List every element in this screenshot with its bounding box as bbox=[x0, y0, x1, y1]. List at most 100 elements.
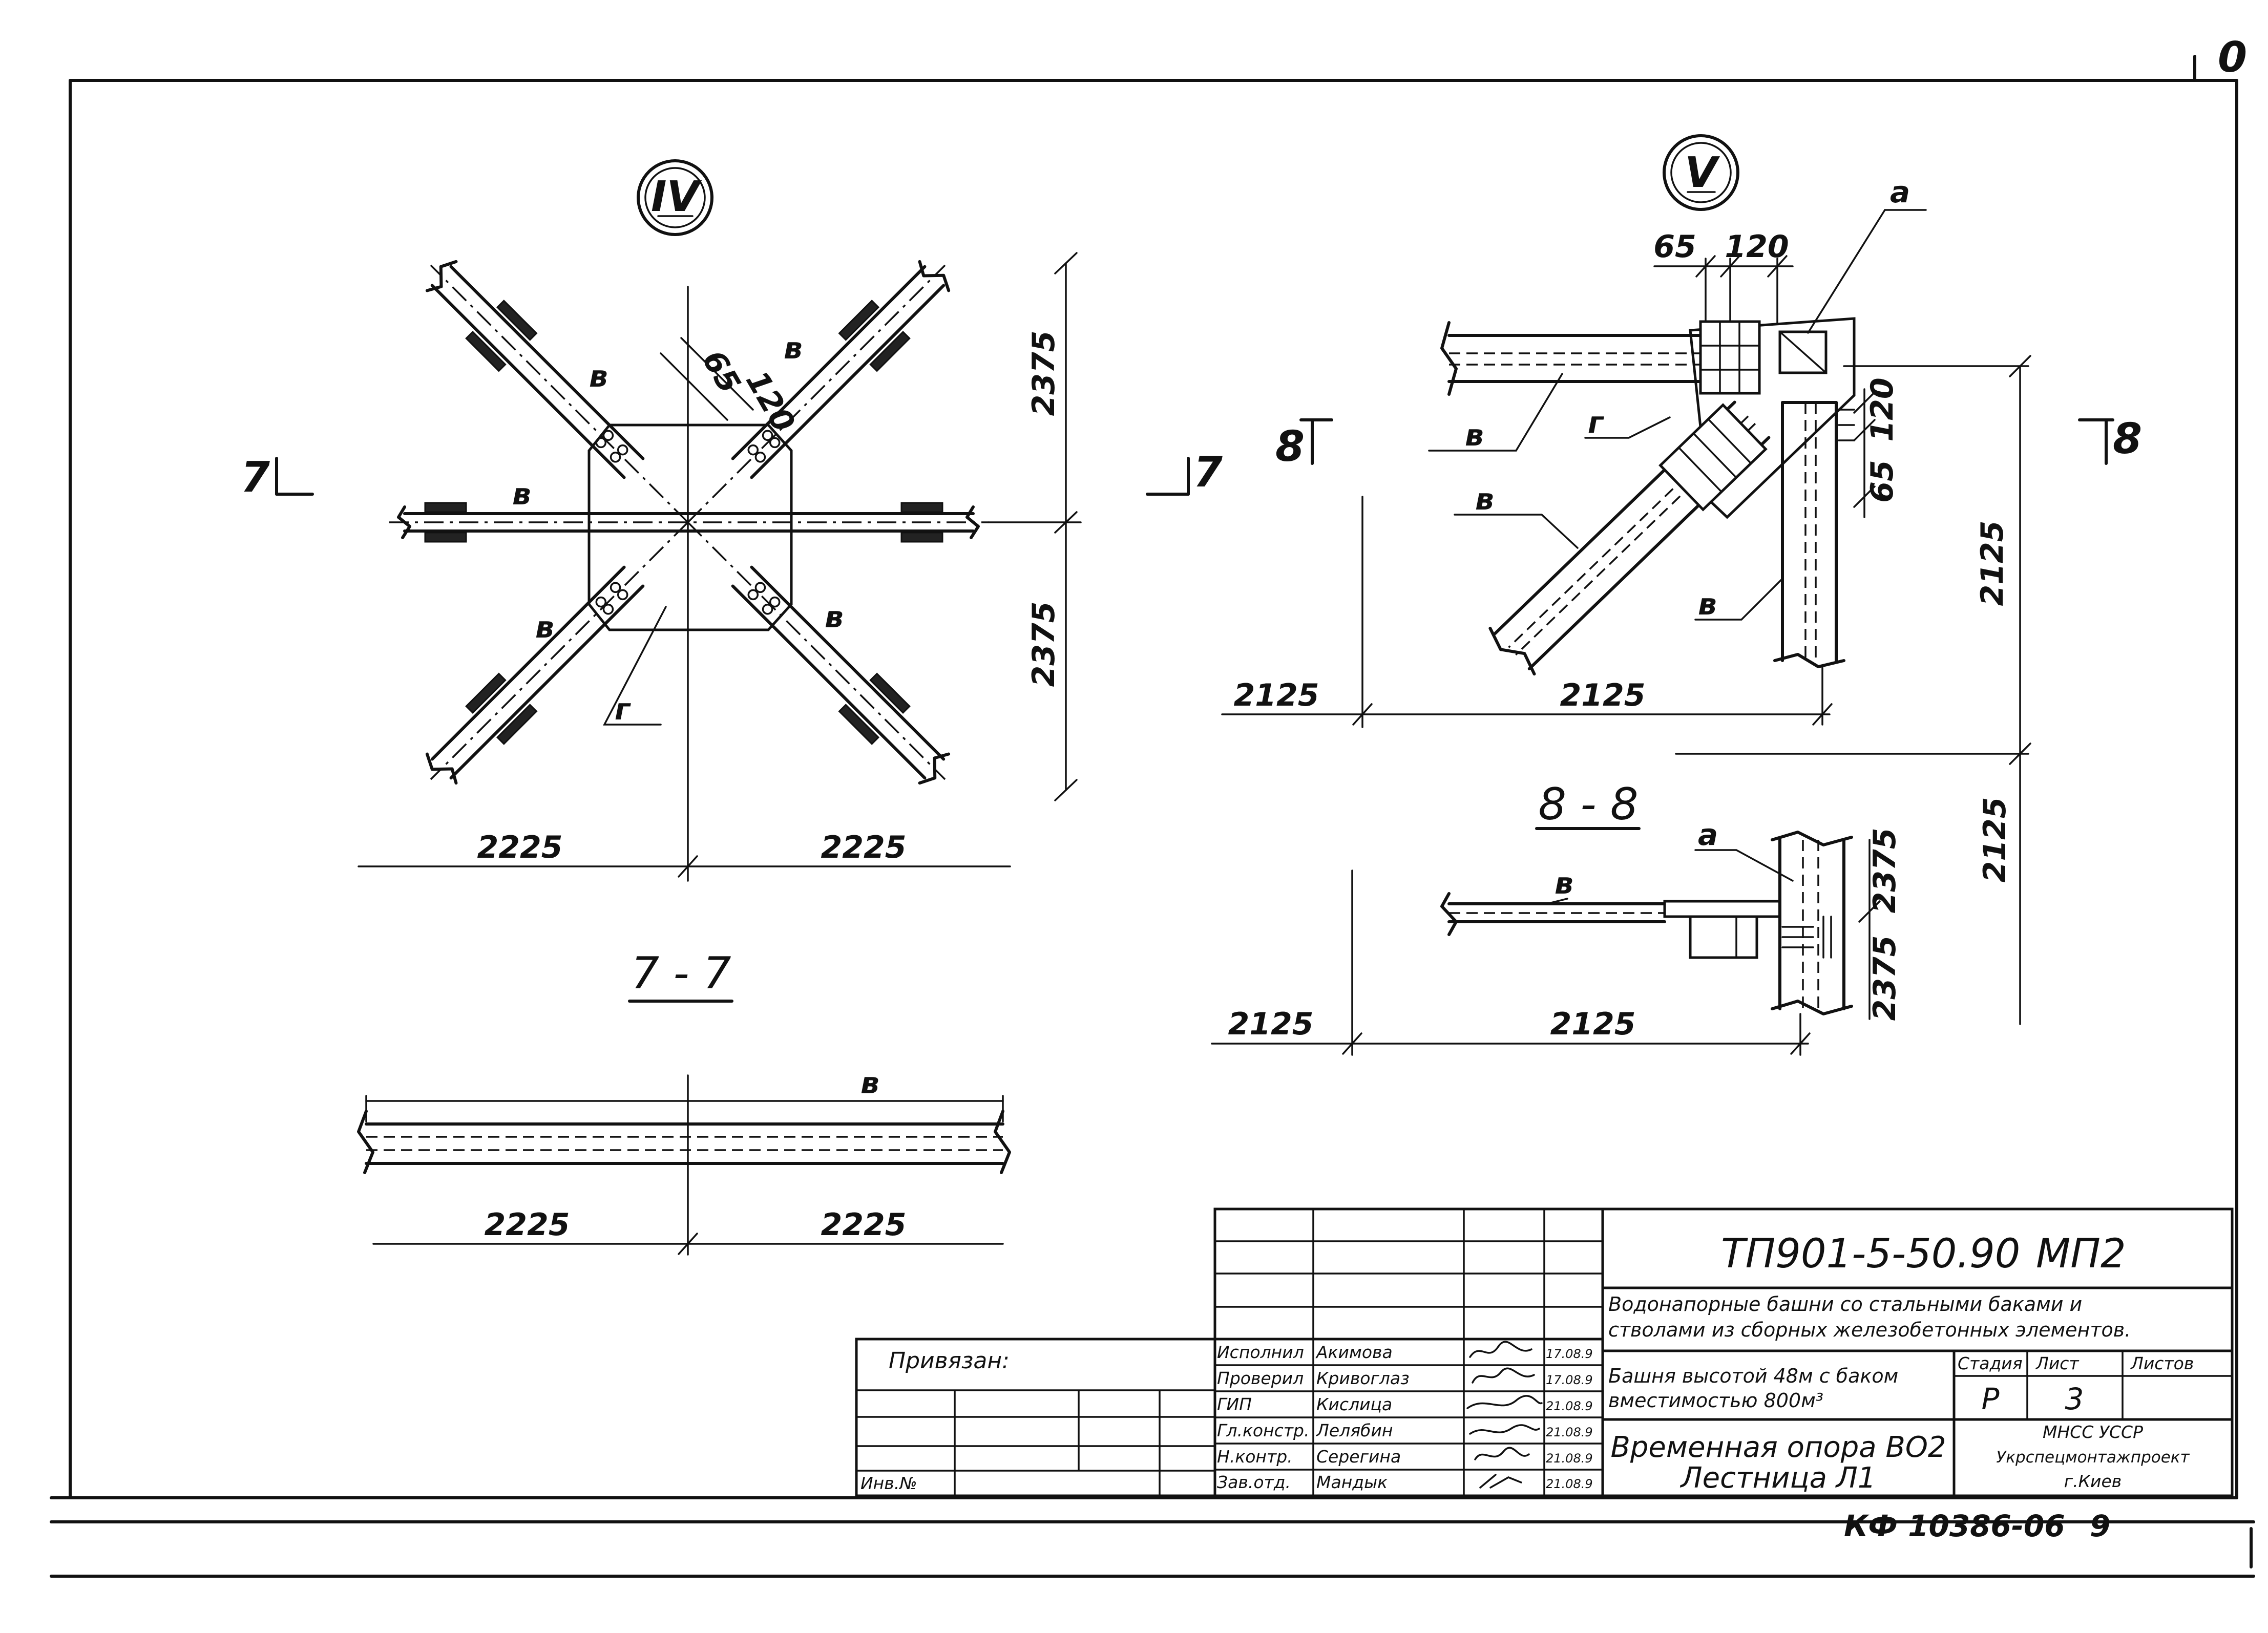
signature-4 bbox=[1474, 1447, 1530, 1460]
personnel-name: Кривоглаз bbox=[1316, 1368, 1410, 1388]
section-8-label-b: в bbox=[1555, 866, 1573, 901]
section-7-dim-right: 2225 bbox=[821, 1207, 907, 1243]
personnel-row: Исполнил Акимова 17.08.9 bbox=[1217, 1341, 1593, 1362]
inventory-label: Инв.№ bbox=[860, 1473, 917, 1493]
personnel-name: Лелябин bbox=[1316, 1420, 1393, 1440]
sheets-header: Листов bbox=[2130, 1353, 2194, 1373]
section-8-title: 8 - 8 bbox=[1538, 779, 1638, 830]
title-block bbox=[855, 1207, 2234, 1497]
personnel-row: Гл.констр. Лелябин 21.08.9 bbox=[1217, 1420, 1593, 1440]
section-7-marker-right bbox=[1146, 457, 1190, 496]
section-8-mark-right: 8 bbox=[2113, 415, 2142, 463]
personnel-role: Н.контр. bbox=[1217, 1447, 1293, 1467]
node-v-vertical-column bbox=[1773, 401, 1855, 668]
node-iv-label-gusset: г bbox=[615, 692, 631, 727]
node-iv-diagonal-up-right bbox=[687, 260, 951, 523]
signature-5 bbox=[1479, 1474, 1522, 1489]
node-iv-vertical-dimension bbox=[1054, 252, 1078, 801]
node-iv-marker-circle bbox=[637, 159, 713, 236]
section-7-7: 7 - 7 bbox=[357, 948, 1011, 1256]
node-v-label-b1: в bbox=[1465, 418, 1484, 453]
personnel-table: Исполнил Акимова 17.08.9 Проверил Кривог… bbox=[1217, 1341, 1593, 1492]
node-v-dim-side-120: 120 bbox=[1864, 377, 1900, 441]
personnel-role: ГИП bbox=[1217, 1394, 1252, 1414]
node-iv-dim-h-left: 2225 bbox=[477, 830, 563, 865]
personnel-date: 21.08.9 bbox=[1546, 1399, 1593, 1413]
personnel-role: Исполнил bbox=[1217, 1342, 1304, 1362]
node-v-horizontal-beam bbox=[1440, 320, 1761, 396]
node-v-diagonal bbox=[1488, 400, 1771, 676]
node-v-id: V bbox=[1685, 149, 1720, 197]
section-7-mark-left: 7 bbox=[241, 453, 270, 502]
node-v-label-a: а bbox=[1890, 175, 1910, 209]
node-v-dim-h-right: 2125 bbox=[1560, 677, 1646, 713]
personnel-row: Н.контр. Серегина 21.08.9 bbox=[1217, 1447, 1593, 1467]
personnel-role: Зав.отд. bbox=[1217, 1472, 1291, 1492]
node-iv-horizontal-beam bbox=[389, 502, 989, 543]
node-iv-label-diag-dl: в bbox=[535, 610, 554, 645]
node-iv-leader-g bbox=[603, 606, 667, 726]
signature-2 bbox=[1466, 1395, 1543, 1409]
node-iv: IV bbox=[241, 159, 1223, 882]
node-v-leader-g bbox=[1584, 416, 1671, 439]
node-v-dim-top-120: 120 bbox=[1725, 229, 1789, 265]
drawing-line2: Лестница Л1 bbox=[1680, 1461, 1876, 1495]
node-v-dim-h-left: 2125 bbox=[1234, 677, 1319, 713]
personnel-date: 21.08.9 bbox=[1546, 1451, 1593, 1466]
sheet-header: Лист bbox=[2035, 1353, 2080, 1373]
node-iv-label-diag-ul: в bbox=[589, 359, 608, 394]
node-iv-gusset-plate bbox=[587, 423, 793, 631]
org-line2: Укрспецмонтажпроект bbox=[1996, 1448, 2190, 1467]
personnel-name: Мандык bbox=[1316, 1472, 1388, 1492]
node-v-dim-v-top: 2125 bbox=[1975, 521, 2010, 606]
node-v-leader-b2 bbox=[1454, 514, 1579, 549]
personnel-name: Кислица bbox=[1316, 1394, 1392, 1414]
section-7-dim-left: 2225 bbox=[485, 1207, 570, 1243]
signature-3 bbox=[1469, 1424, 1540, 1435]
sheet-frame bbox=[50, 55, 2255, 1578]
sheet-value: 3 bbox=[2065, 1382, 2084, 1416]
node-iv-label-diag-ur: в bbox=[784, 331, 803, 366]
description-line2: стволами из сборных железобетонных элеме… bbox=[1608, 1319, 2131, 1341]
node-v-dim-top-65: 65 bbox=[1653, 229, 1696, 265]
section-7-mark-right: 7 bbox=[1193, 448, 1223, 497]
personnel-date: 21.08.9 bbox=[1546, 1425, 1593, 1439]
section-8-label-a: а bbox=[1698, 817, 1718, 852]
node-iv-dim-v-top: 2375 bbox=[1026, 331, 1062, 416]
personnel-row: ГИП Кислица 21.08.9 bbox=[1217, 1394, 1593, 1414]
object-line2: вместимостью 800м³ bbox=[1608, 1389, 1823, 1412]
stage-header: Стадия bbox=[1958, 1353, 2023, 1373]
footer-page: 9 bbox=[2090, 1509, 2110, 1543]
section-8-dim-v-top: 2375 bbox=[1867, 828, 1903, 914]
node-v-label-g: г bbox=[1588, 405, 1604, 440]
node-v-leader-b1 bbox=[1428, 373, 1563, 452]
node-v-leader-b3 bbox=[1694, 578, 1783, 621]
set-code: МП2 bbox=[2036, 1231, 2126, 1277]
node-iv-diagonal-down-right bbox=[687, 521, 951, 785]
node-v-label-b2: в bbox=[1475, 482, 1494, 517]
personnel-role: Проверил bbox=[1217, 1368, 1304, 1388]
node-iv-dim-h-right: 2225 bbox=[821, 830, 907, 865]
node-iv-horizontal-dimension bbox=[358, 855, 1011, 878]
corner-mark: 0 bbox=[2218, 33, 2247, 82]
footer-code: КФ 10386-06 bbox=[1844, 1509, 2065, 1543]
org-line3: г.Киев bbox=[2064, 1471, 2122, 1491]
section-8-dim-h-right: 2125 bbox=[1550, 1006, 1636, 1042]
personnel-date: 21.08.9 bbox=[1546, 1477, 1593, 1491]
bound-label: Привязан: bbox=[889, 1348, 1010, 1374]
section-8-dim-v-bottom: 2375 bbox=[1867, 936, 1903, 1021]
personnel-date: 17.08.9 bbox=[1546, 1373, 1593, 1387]
node-v-dim-v-bottom: 2125 bbox=[1977, 797, 2013, 883]
node-iv-diagonal-down-left bbox=[425, 521, 689, 785]
section-8-8: 8 - 8 bbox=[1211, 779, 1881, 1056]
section-7-label-beam: в bbox=[860, 1066, 879, 1100]
section-7-marker-left bbox=[275, 457, 314, 496]
section-8-marker-left bbox=[1299, 418, 1333, 465]
node-v-dim-side-65: 65 bbox=[1864, 460, 1900, 503]
node-iv-id: IV bbox=[651, 173, 702, 221]
signature-0 bbox=[1469, 1341, 1532, 1358]
object-line1: Башня высотой 48м с баком bbox=[1608, 1365, 1898, 1387]
personnel-date: 17.08.9 bbox=[1546, 1347, 1593, 1361]
personnel-row: Зав.отд. Мандык 21.08.9 bbox=[1217, 1472, 1593, 1492]
